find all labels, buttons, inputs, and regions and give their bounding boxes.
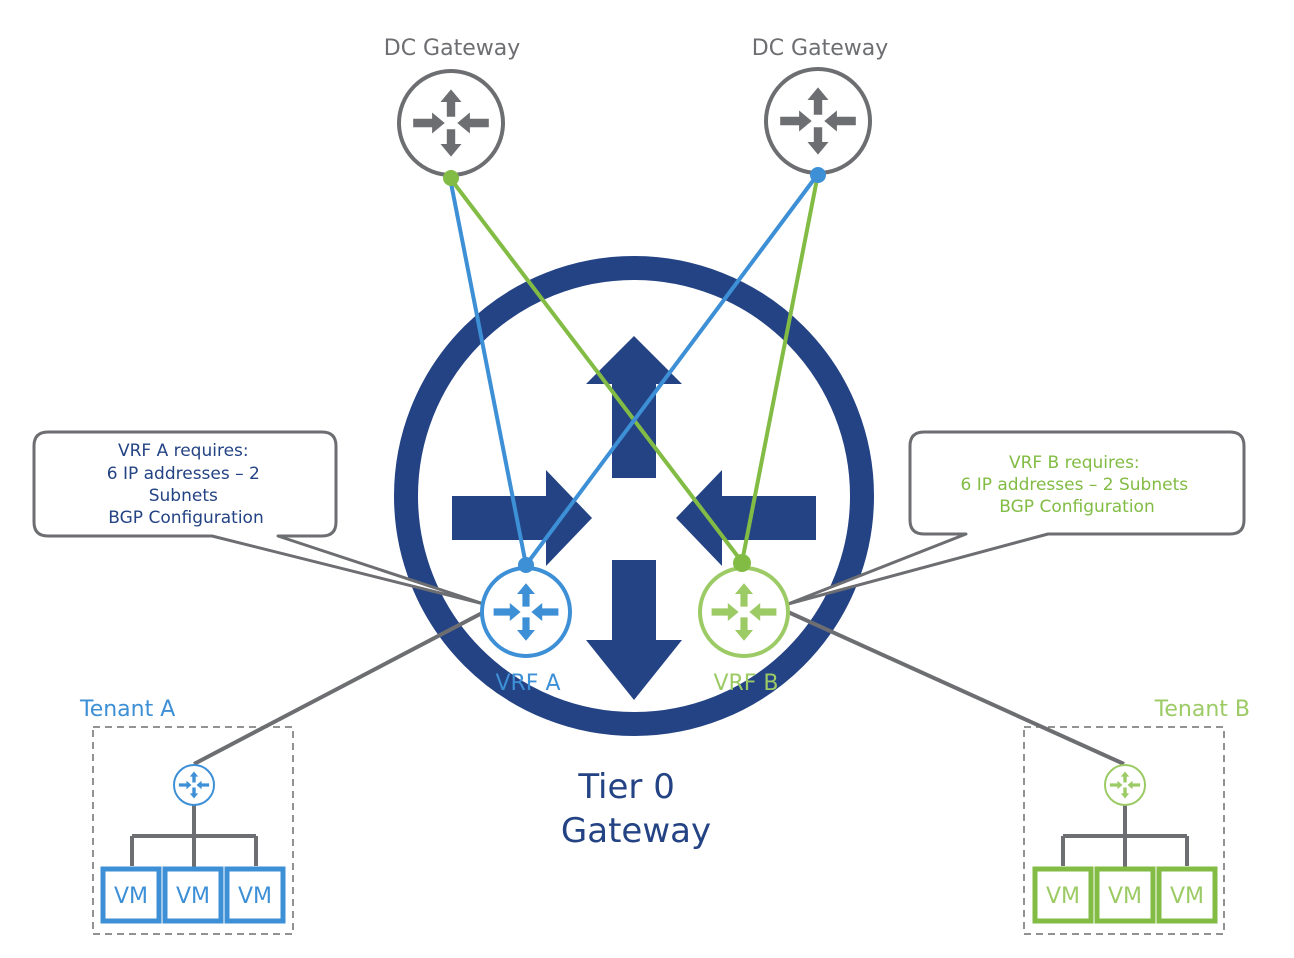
tenant-a: Tenant A VM VM VM bbox=[79, 697, 294, 935]
dc-gateway-1-label: DC Gateway bbox=[384, 36, 520, 61]
connector-dot bbox=[518, 557, 534, 573]
tenant-b-label: Tenant B bbox=[1154, 697, 1250, 722]
tenant-b-boundary bbox=[1023, 726, 1225, 935]
svg-text:VRF B requires: 6 IP add: VRF B requires: 6 IP addresses – 2 Subne… bbox=[960, 453, 1193, 517]
uplink-lines bbox=[448, 172, 820, 567]
callout-vrf-b: VRF B requires: 6 IP addresses – 2 Subne… bbox=[786, 430, 1246, 606]
vm-label: VM bbox=[114, 884, 148, 909]
tenant-b-vm-3: VM bbox=[1156, 866, 1218, 924]
connector-dot bbox=[810, 167, 826, 183]
vrf-a-router: VRF A bbox=[480, 557, 572, 696]
tier0-label: Tier 0 Gateway bbox=[561, 767, 711, 851]
connector-dot bbox=[733, 554, 751, 572]
dc-gateway-1: DC Gateway bbox=[384, 36, 520, 186]
tenant-a-vm-1: VM bbox=[100, 866, 162, 924]
vm-label: VM bbox=[1046, 884, 1080, 909]
callout-b-line-2: 6 IP addresses – 2 Subnets bbox=[960, 475, 1188, 495]
tier0-label-line-2: Gateway bbox=[561, 811, 711, 851]
vm-label: VM bbox=[1170, 884, 1204, 909]
vrf-b-router: VRF B bbox=[698, 554, 790, 696]
svg-text:VRF A requires: 6 IP add: VRF A requires: 6 IP addresses – 2 Subne… bbox=[107, 441, 266, 528]
callout-vrf-a: VRF A requires: 6 IP addresses – 2 Subne… bbox=[32, 430, 486, 606]
callout-b-line-1: VRF B requires: bbox=[1009, 453, 1140, 473]
tenant-links bbox=[193, 610, 1125, 766]
vm-label: VM bbox=[176, 884, 210, 909]
connector-dot bbox=[443, 170, 459, 186]
callout-a-line-1: VRF A requires: bbox=[118, 441, 249, 461]
tier0-router-arrows-icon bbox=[452, 336, 816, 700]
tenant-b: Tenant B VM VM VM bbox=[1023, 697, 1250, 935]
callout-b-line-3: BGP Configuration bbox=[999, 497, 1154, 517]
vrf-a-label: VRF A bbox=[495, 671, 560, 696]
vrf-b-label: VRF B bbox=[713, 671, 778, 696]
callout-a-line-2: 6 IP addresses – 2 bbox=[107, 464, 260, 484]
tenant-b-vm-1: VM bbox=[1032, 866, 1094, 924]
tier0-gateway-ring bbox=[394, 256, 874, 736]
vm-label: VM bbox=[1108, 884, 1142, 909]
tenant-b-vm-2: VM bbox=[1094, 866, 1156, 924]
callout-a-line-3: Subnets bbox=[149, 486, 218, 506]
tenant-a-boundary bbox=[92, 726, 294, 935]
uplink-dc1-vrfa bbox=[448, 177, 528, 566]
uplink-dc1-vrfb bbox=[448, 176, 744, 564]
dc-gateway-2-label: DC Gateway bbox=[752, 36, 888, 61]
tenant-a-label: Tenant A bbox=[79, 697, 175, 722]
uplink-dc2-vrfb bbox=[740, 173, 820, 563]
tenant-a-vm-3: VM bbox=[224, 866, 286, 924]
vm-label: VM bbox=[238, 884, 272, 909]
tier0-label-line-1: Tier 0 bbox=[577, 767, 675, 807]
dc-gateway-2: DC Gateway bbox=[752, 36, 888, 183]
tenant-a-vm-2: VM bbox=[162, 866, 224, 924]
uplink-dc2-vrfa bbox=[524, 172, 820, 567]
callout-a-line-4: BGP Configuration bbox=[108, 508, 263, 528]
